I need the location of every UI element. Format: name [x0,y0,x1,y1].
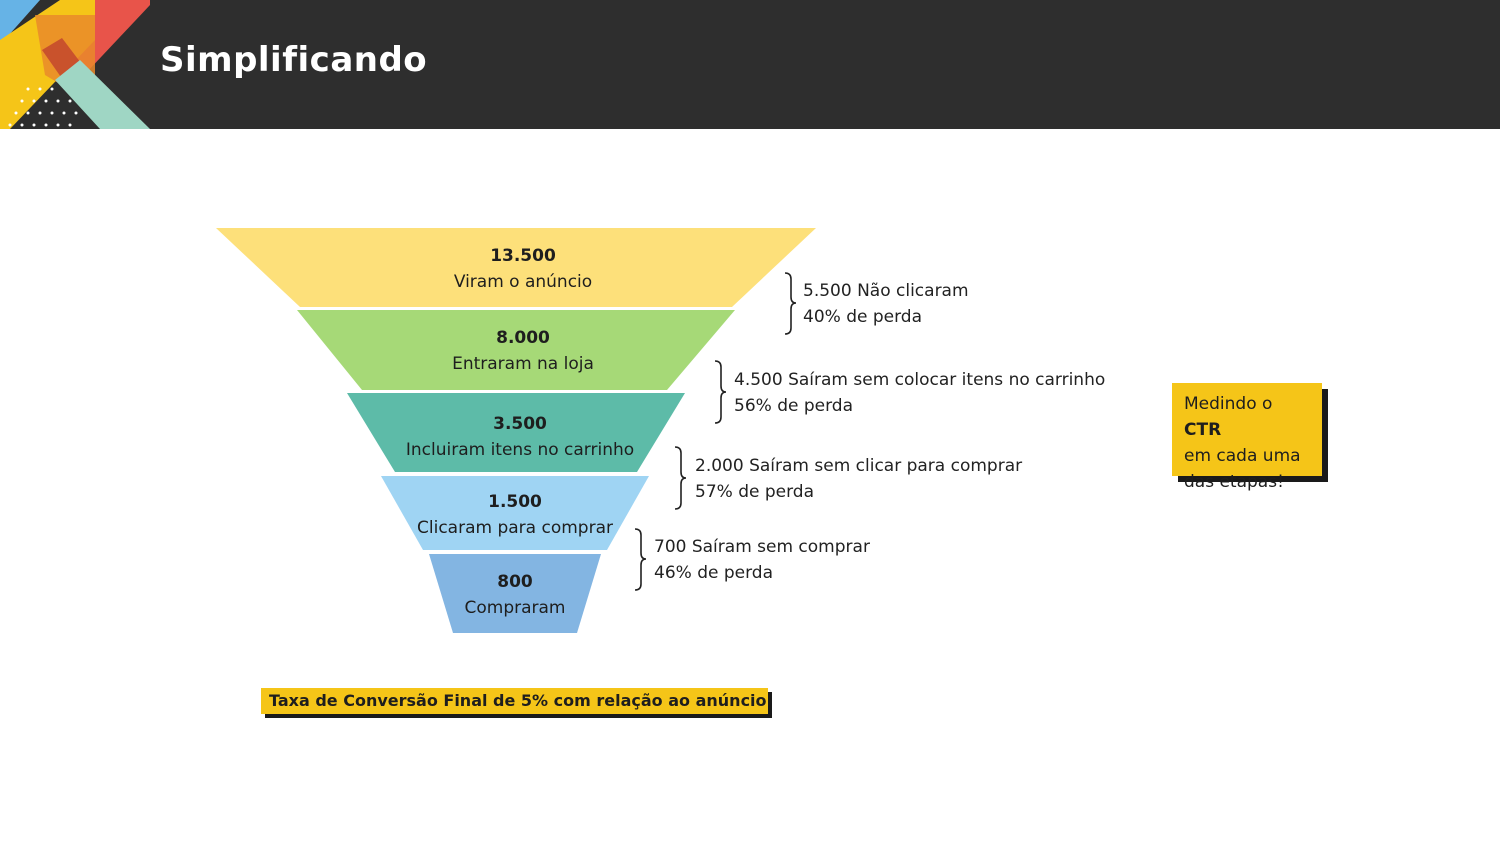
funnel-stage-1: 13.500 Viram o anúncio [216,228,816,307]
funnel-stage-1-value: 13.500 [490,246,556,266]
ctr-note-bold: CTR [1184,420,1222,440]
loss-annotation-4: 700 Saíram sem comprar 46% de perda [654,534,870,586]
brace-2 [714,360,727,424]
loss-annotation-1: 5.500 Não clicaram 40% de perda [803,278,969,330]
funnel-stage-3-value: 3.500 [493,414,547,434]
loss-1-percent: 40% de perda [803,307,922,327]
funnel-stage-3-label: Incluiram itens no carrinho [406,440,634,460]
funnel-stage-5: 800 Compraram [429,554,601,633]
funnel-stage-5-value: 800 [497,572,533,592]
page-title: Simplificando [160,40,428,80]
brace-3 [674,446,687,510]
ctr-note-prefix: Medindo o [1184,394,1273,414]
loss-1-count: 5.500 Não clicaram [803,281,969,301]
loss-3-percent: 57% de perda [695,482,814,502]
funnel-stage-1-shape [216,228,816,307]
brand-logo [0,0,150,129]
funnel-stage-5-shape [429,554,601,633]
funnel-stage-5-label: Compraram [465,598,566,618]
brace-1 [784,272,797,335]
loss-2-count: 4.500 Saíram sem colocar itens no carrin… [734,370,1106,390]
funnel-stage-4: 1.500 Clicaram para comprar [381,476,649,550]
loss-4-count: 700 Saíram sem comprar [654,537,870,557]
funnel-stage-4-label: Clicaram para comprar [417,518,613,538]
brace-4 [634,528,647,591]
header-bar: Simplificando [0,0,1500,129]
funnel-stage-2: 8.000 Entraram na loja [297,310,735,390]
funnel-stage-3-shape [347,393,685,472]
funnel-stage-2-value: 8.000 [496,328,550,348]
funnel-stage-1-label: Viram o anúncio [454,272,592,292]
funnel-stage-2-shape [297,310,735,390]
loss-3-count: 2.000 Saíram sem clicar para comprar [695,456,1023,476]
conversion-banner: Taxa de Conversão Final de 5% com relaçã… [261,688,768,714]
ctr-note: Medindo o CTR em cada uma das etapas! [1172,383,1322,492]
ctr-note-line-3: das etapas! [1184,472,1284,492]
funnel-stage-4-shape [381,476,649,550]
loss-4-percent: 46% de perda [654,563,773,583]
funnel-stage-4-value: 1.500 [488,492,542,512]
ctr-note-line-1: Medindo o CTR [1184,391,1310,443]
loss-annotation-2: 4.500 Saíram sem colocar itens no carrin… [734,367,1105,419]
loss-2-percent: 56% de perda [734,396,853,416]
funnel-stage-3: 3.500 Incluiram itens no carrinho [347,393,685,472]
funnel-stage-2-label: Entraram na loja [452,354,594,374]
ctr-note-line-2: em cada uma [1184,446,1301,466]
loss-annotation-3: 2.000 Saíram sem clicar para comprar 57%… [695,453,1022,505]
